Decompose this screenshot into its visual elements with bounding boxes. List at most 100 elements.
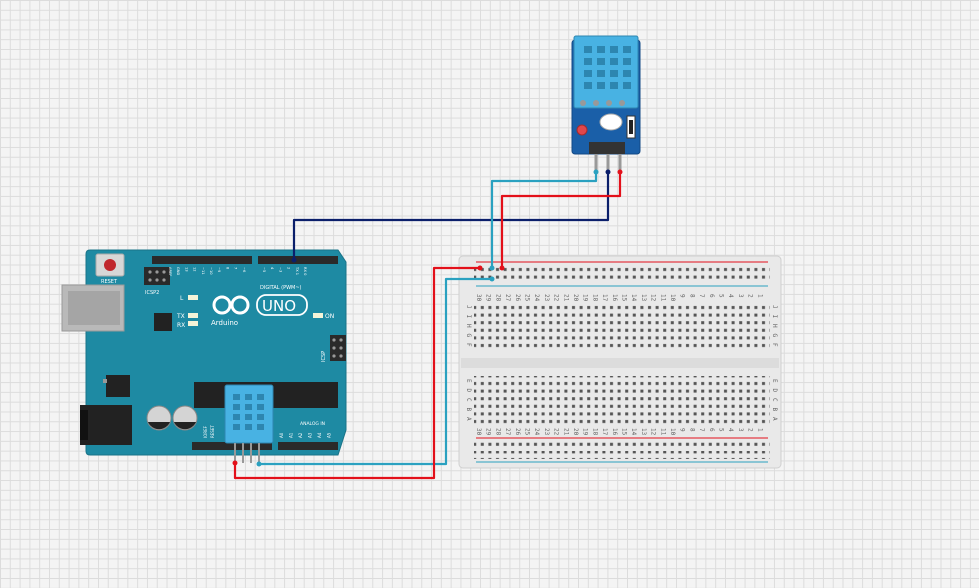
- bb-row-label: A: [465, 417, 472, 421]
- bb-row-label: J: [465, 305, 472, 309]
- digital-pin-label: 2: [287, 267, 291, 269]
- bb-column-label: 4: [727, 428, 734, 432]
- wire-data-module[interactable]: [490, 172, 598, 268]
- ioref-label: IOREF: [203, 425, 208, 438]
- bb-column-label: 2: [747, 428, 754, 432]
- analog-pin-label: A0: [279, 432, 284, 438]
- analog-pin-label: A1: [289, 432, 294, 438]
- bb-row-label: B: [771, 408, 778, 412]
- digital-header-right[interactable]: [258, 256, 338, 264]
- led-rx-label: RX: [177, 322, 185, 329]
- bb-column-label: 28: [494, 294, 501, 302]
- analog-pin-label: A2: [298, 432, 303, 438]
- digital-pin-label: 12: [193, 267, 197, 272]
- bb-column-label: 27: [504, 428, 511, 436]
- led-tx-label: TX: [176, 313, 185, 320]
- digital-pin-label: ~5: [262, 267, 266, 272]
- wires[interactable]: [232, 169, 623, 480]
- reset-button[interactable]: [95, 253, 125, 277]
- bb-column-label: 13: [640, 428, 647, 436]
- bb-column-label: 6: [708, 428, 715, 432]
- bb-column-label: 3: [737, 294, 744, 298]
- bottom-power-rail-holes[interactable]: [474, 441, 770, 449]
- bb-row-label: G: [465, 334, 472, 338]
- icsp-label: ICSP: [321, 351, 327, 362]
- bb-column-label: 20: [572, 294, 579, 302]
- led-tx: [188, 313, 198, 318]
- bb-column-label: 16: [611, 294, 618, 302]
- voltage-regulator: [106, 375, 130, 397]
- bottom-ground-rail-holes[interactable]: [474, 451, 770, 459]
- bb-column-label: 13: [640, 294, 647, 302]
- digital-header-left[interactable]: [152, 256, 252, 264]
- power-jack: [80, 405, 132, 445]
- bb-column-label: 25: [524, 294, 531, 302]
- bb-column-label: 17: [601, 428, 608, 436]
- bb-column-label: 12: [650, 428, 657, 436]
- reset-label: RESET: [101, 279, 118, 285]
- digital-pin-label: ~3: [278, 267, 282, 272]
- icsp-header: [330, 335, 346, 361]
- analog-pin-label: A4: [317, 432, 322, 438]
- digital-pin-label: GND: [176, 267, 180, 275]
- analog-header[interactable]: [278, 442, 338, 450]
- bb-row-label: I: [771, 315, 778, 319]
- bb-column-label: 5: [718, 428, 725, 432]
- bb-column-label: 30: [475, 294, 482, 302]
- bb-column-label: 22: [553, 428, 560, 436]
- top-terminal-holes[interactable]: [474, 302, 770, 350]
- wire-gnd[interactable]: [292, 172, 610, 260]
- bb-column-label: 10: [669, 294, 676, 302]
- bb-column-label: 9: [679, 428, 686, 432]
- analog-pin-label: A5: [327, 432, 332, 438]
- analog-label: ANALOG IN: [300, 421, 325, 427]
- led-l: [188, 295, 198, 300]
- digital-pin-label: 8: [225, 267, 229, 270]
- digital-pin-label: 13: [184, 267, 188, 272]
- bb-column-label: 19: [582, 294, 589, 302]
- bb-column-label: 30: [475, 428, 482, 436]
- wire-data-sensor[interactable]: [259, 277, 492, 466]
- bb-column-label: 14: [630, 428, 637, 436]
- bb-row-label: E: [771, 379, 778, 383]
- power-header[interactable]: [192, 442, 272, 450]
- bb-column-label: 1: [756, 294, 763, 298]
- led-rx: [188, 321, 198, 326]
- dht11-module[interactable]: [571, 35, 641, 172]
- top-power-rail-holes[interactable]: [474, 265, 770, 273]
- bb-column-label: 15: [621, 294, 628, 302]
- top-ground-rail-holes[interactable]: [474, 275, 770, 283]
- center-channel: [461, 358, 779, 368]
- model-label: UNO: [262, 297, 296, 315]
- bb-column-label: 8: [688, 294, 695, 298]
- module-sensor-dome: [599, 113, 623, 131]
- bb-column-label: 26: [514, 294, 521, 302]
- reset-pin-label: RESET: [210, 425, 215, 438]
- bb-row-label: J: [771, 305, 778, 309]
- bb-row-label: I: [465, 315, 472, 319]
- bb-column-label: 12: [650, 294, 657, 302]
- wire-vcc-module[interactable]: [500, 172, 622, 268]
- wire-vcc-sensor[interactable]: [233, 266, 480, 480]
- bb-row-label: F: [465, 343, 472, 347]
- bb-row-label: C: [771, 398, 778, 402]
- bb-column-label: 20: [572, 428, 579, 436]
- bb-row-label: B: [465, 408, 472, 412]
- bb-column-label: 9: [679, 294, 686, 298]
- bottom-terminal-holes[interactable]: [474, 376, 770, 424]
- bb-column-label: 17: [601, 294, 608, 302]
- dht11-sensor-on-arduino[interactable]: [224, 384, 274, 463]
- digital-pin-label: ~11: [201, 267, 205, 275]
- bb-column-label: 29: [485, 294, 492, 302]
- bb-column-label: 21: [562, 294, 569, 302]
- digital-pin-label: AREF: [168, 267, 172, 276]
- brand-label: Arduino: [211, 319, 238, 327]
- bb-column-label: 1: [756, 428, 763, 432]
- capacitor-2: [172, 405, 198, 431]
